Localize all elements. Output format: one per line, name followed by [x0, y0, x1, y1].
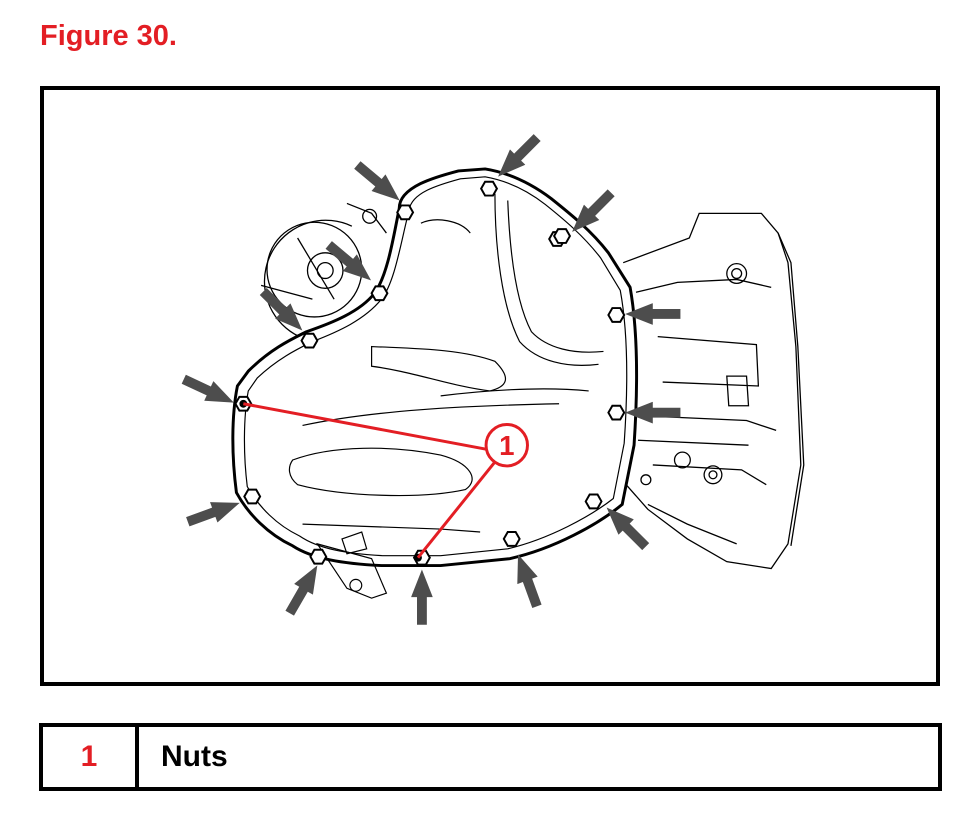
oil-pan-diagram: 1	[40, 86, 940, 686]
arrow-icon	[179, 369, 239, 413]
nut	[607, 404, 626, 421]
oil-pan-drawing: 1	[179, 129, 805, 625]
nut	[552, 228, 572, 244]
arrow-icon	[507, 550, 548, 611]
arrow-icon	[321, 236, 379, 289]
legend-number: 1	[43, 727, 139, 787]
nut	[370, 285, 389, 302]
arrow-icon	[350, 156, 407, 209]
oil-pan-outline	[231, 167, 639, 568]
arrow-icon	[598, 499, 654, 555]
arrow-icon	[490, 129, 545, 185]
transmission-housing	[622, 212, 805, 570]
legend-table: 1 Nuts	[39, 723, 942, 791]
legend-label: Nuts	[161, 740, 228, 773]
arrow-icon	[564, 185, 619, 240]
callout-leaders	[243, 402, 497, 559]
arrow-icon	[280, 559, 327, 619]
nut	[584, 493, 603, 510]
nut	[607, 307, 626, 323]
nut	[243, 488, 262, 505]
nut	[300, 332, 319, 349]
nuts	[234, 180, 626, 566]
nut	[479, 180, 499, 197]
callout-1: 1	[484, 423, 529, 468]
nut	[309, 548, 328, 565]
callout-number: 1	[499, 430, 514, 461]
figure-title: Figure 30.	[40, 20, 177, 52]
arrow-icon	[255, 283, 311, 339]
nut	[502, 531, 521, 547]
nut	[396, 204, 415, 221]
arrow-icon	[184, 492, 244, 532]
arrow-icon	[411, 569, 433, 625]
